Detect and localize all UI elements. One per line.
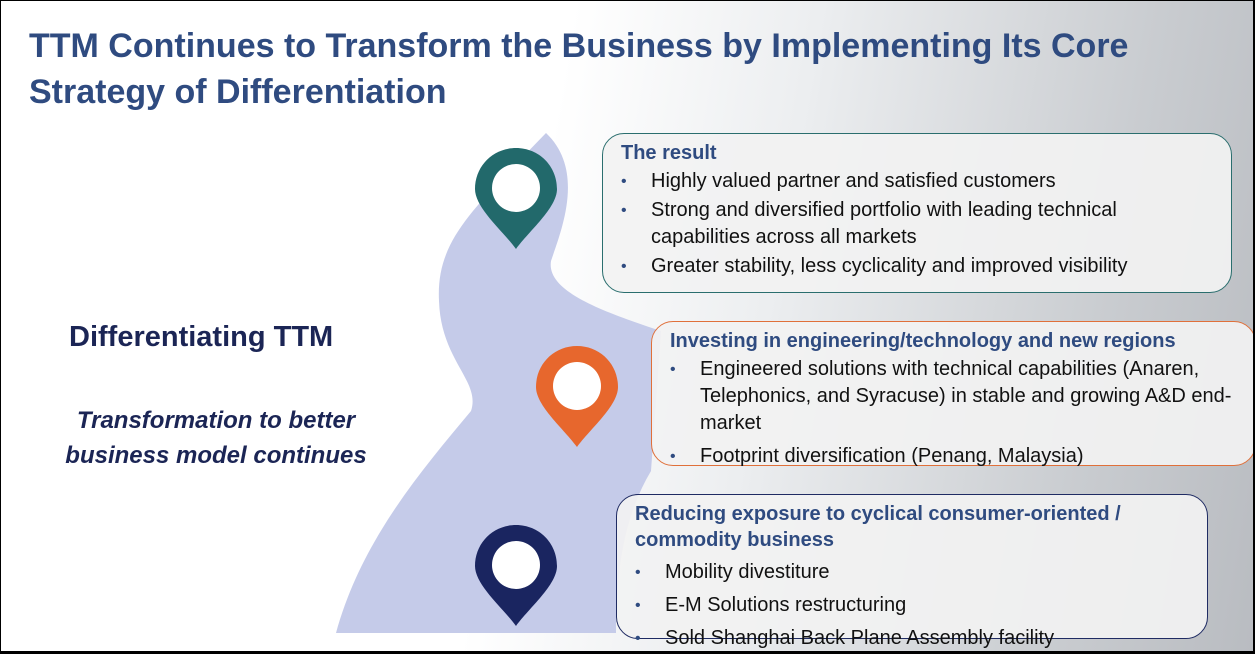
list-item: Highly valued partner and satisfied cust… [621, 168, 1217, 195]
left-subheading: Transformation to better business model … [65, 407, 367, 469]
box-heading: The result [621, 142, 717, 164]
box-heading: Reducing exposure to cyclical consumer-o… [635, 503, 1121, 551]
list-item: Sold Shanghai Back Plane Assembly facili… [635, 625, 1193, 651]
location-pin-icon [475, 525, 557, 626]
investing-box: Investing in engineering/technology and … [651, 321, 1253, 470]
list-item: E-M Solutions restructuring [635, 592, 1193, 619]
list-item: Footprint diversification (Penang, Malay… [670, 443, 1241, 470]
list-item: Mobility divestiture [635, 559, 1193, 586]
result-box: The result Highly valued partner and sat… [602, 133, 1232, 293]
box-heading: Investing in engineering/technology and … [670, 330, 1176, 352]
list-item: Engineered solutions with technical capa… [670, 356, 1241, 437]
page-title: TTM Continues to Transform the Business … [29, 27, 1129, 111]
location-pin-icon [536, 346, 618, 447]
location-pin-icon [475, 148, 557, 249]
list-item: Greater stability, less cyclicality and … [621, 253, 1217, 280]
list-item: Strong and diversified portfolio with le… [621, 197, 1217, 251]
reducing-box: Reducing exposure to cyclical consumer-o… [616, 494, 1208, 651]
left-heading: Differentiating TTM [69, 321, 334, 353]
